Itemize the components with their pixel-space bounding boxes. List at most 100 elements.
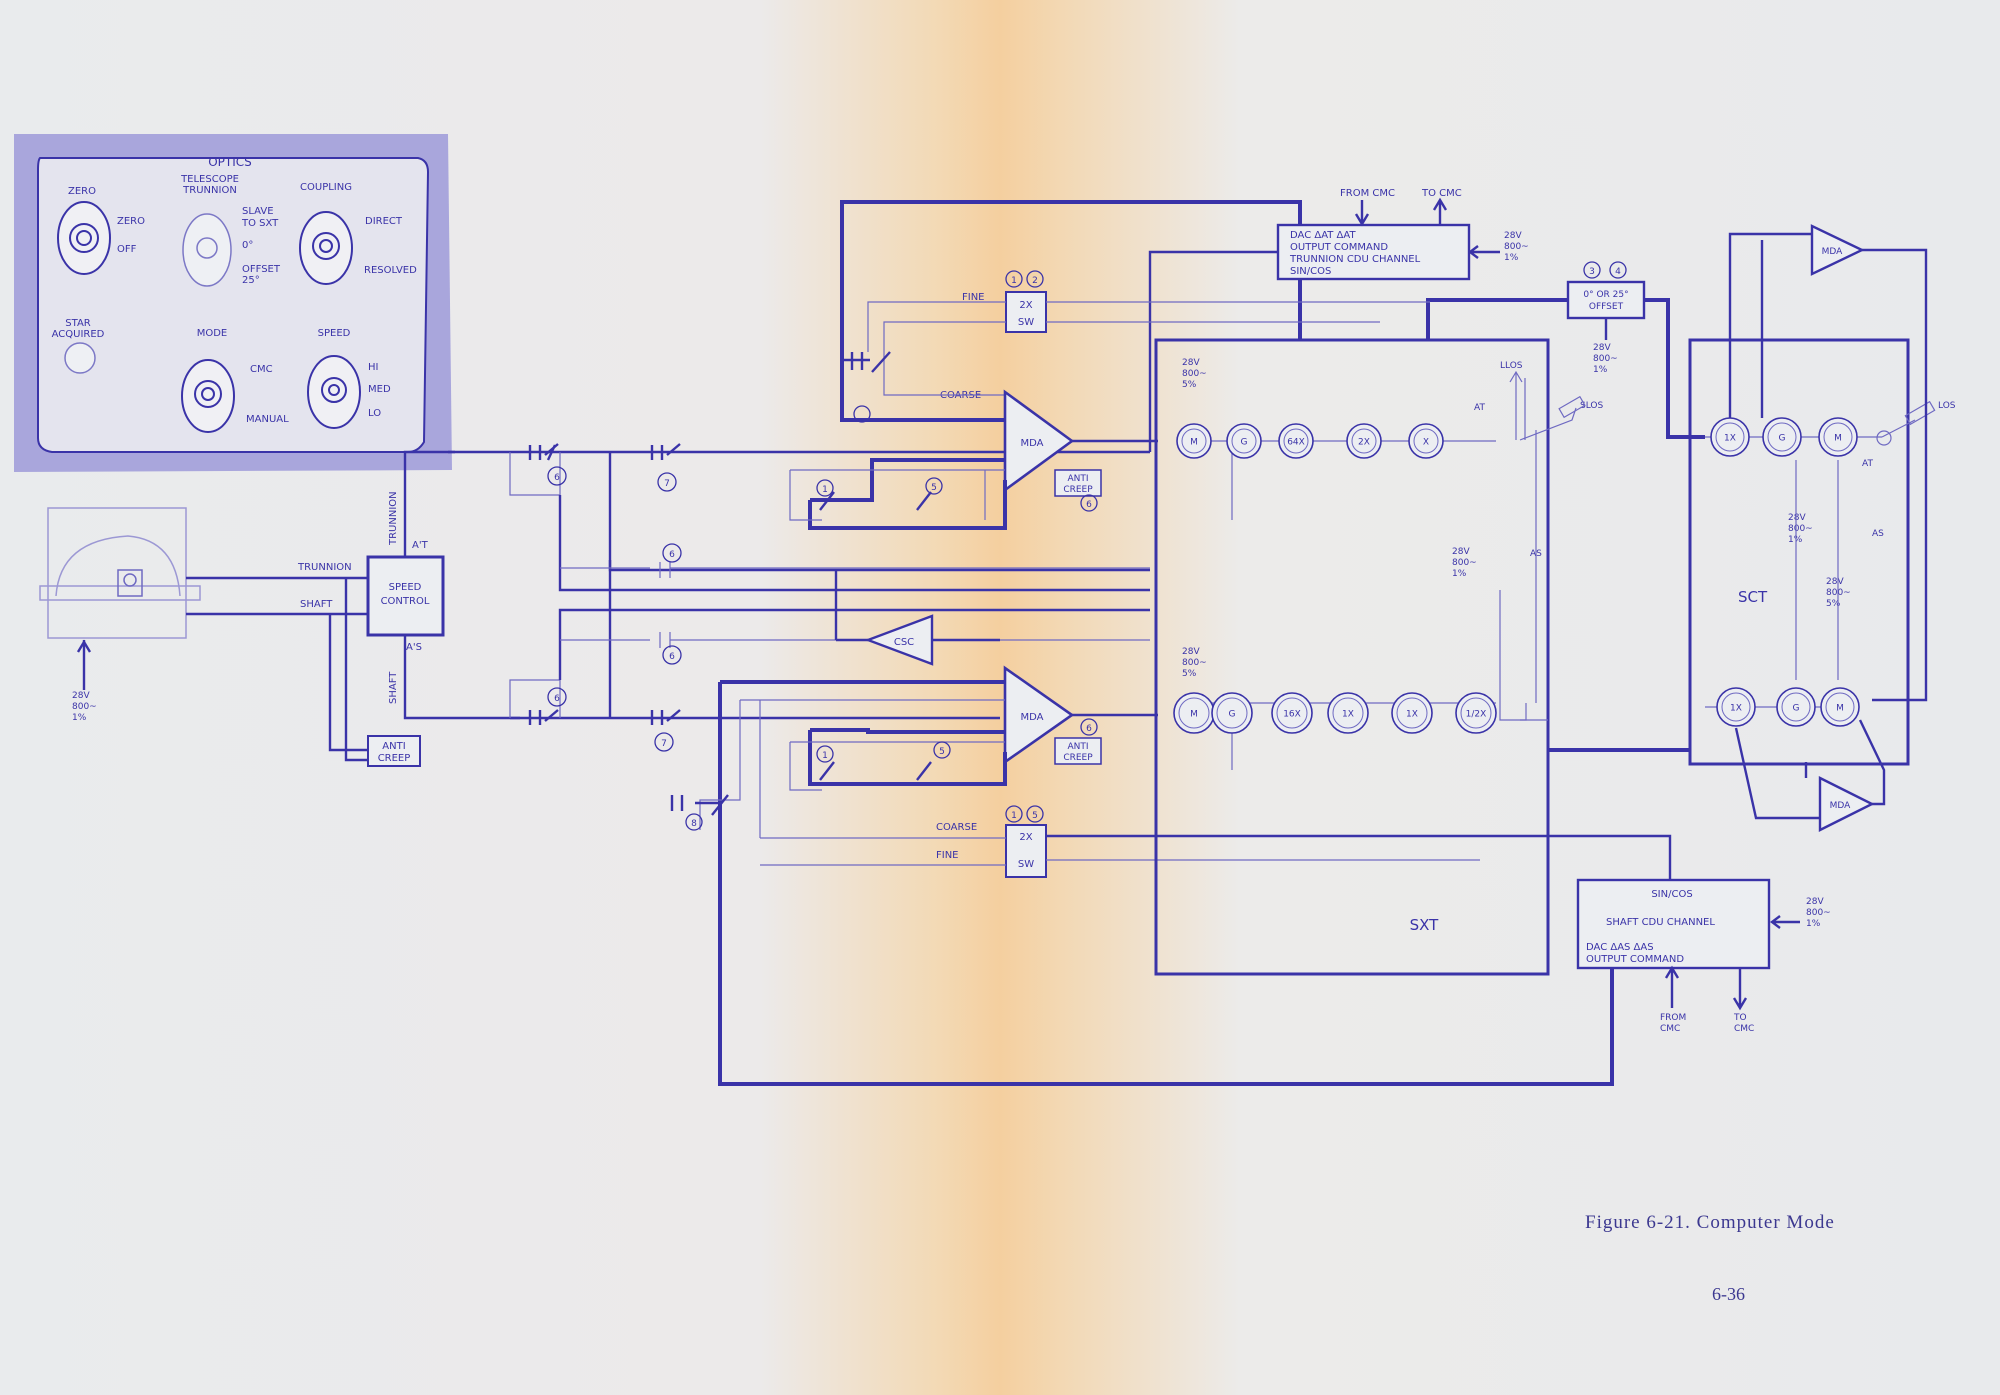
sxt-bottom-circle-0: M: [1173, 692, 1215, 734]
sxt-bottom-circle-1: G: [1211, 692, 1253, 734]
offset-supply-v: 28V: [1593, 343, 1611, 353]
sxt-bot-supply-tol: 5%: [1182, 669, 1197, 679]
sct-top-circle-2: M: [1818, 417, 1858, 457]
sct-bottom-circle-2: M: [1820, 687, 1860, 727]
zero-label: ZERO: [68, 186, 96, 197]
coupling-label: COUPLING: [300, 182, 352, 193]
slave-label: SLAVE: [242, 206, 274, 217]
star-acquired-light-icon: [64, 342, 96, 374]
sct-right-supply-v: 28V: [1826, 577, 1844, 587]
sct-label: SCT: [1738, 588, 1768, 606]
offset-selector-box: [1566, 280, 1646, 320]
sct-top-circle-label-0: 1X: [1724, 434, 1736, 444]
trunnion-cdu-channel: DAC ΔAT ΔAT OUTPUT COMMAND TRUNNION CDU …: [840, 188, 1529, 452]
acquired-label: ACQUIRED: [52, 329, 105, 340]
relay-6b: 6: [669, 550, 675, 560]
cmc-position: CMC: [250, 364, 273, 375]
top-mda-n6: 6: [1086, 500, 1092, 510]
offset-25-label: 25°: [242, 275, 260, 286]
zero-position: ZERO: [117, 216, 145, 227]
sxt-bottom-circle-4: 1X: [1391, 692, 1433, 734]
relay-7b: 7: [661, 739, 667, 749]
sct-at-label: AT: [1862, 459, 1873, 469]
offset-n3: 3: [1589, 267, 1595, 277]
shaft-cdu-supply-tol: 1%: [1806, 919, 1821, 929]
top-sw-n2: 2: [1032, 276, 1038, 286]
star-label: STAR: [65, 318, 91, 329]
sxt-llos-label: LLOS: [1500, 361, 1523, 371]
sct-mid-supply-tol: 1%: [1788, 535, 1803, 545]
trunnion-signal-label: TRUNNION: [297, 562, 352, 573]
trunnion-vertical-label: TRUNNION: [388, 491, 399, 546]
shaft-cdu-supply-hz: 800~: [1806, 908, 1831, 918]
mode-toggle-switch[interactable]: [181, 359, 235, 433]
bottom-2x-label: 2X: [1019, 832, 1032, 843]
bottom-mda-n6: 6: [1086, 724, 1092, 734]
sxt-slos-label: SLOS: [1580, 401, 1603, 411]
sxt-bottom-circle-label-1: G: [1229, 710, 1236, 720]
sct-top-mda-label: MDA: [1822, 247, 1844, 257]
sct-top-circle-label-2: M: [1834, 434, 1842, 444]
control-label: CONTROL: [381, 596, 430, 607]
top-anti-label: ANTI: [1067, 474, 1088, 484]
shaft-cdu-line2: SHAFT CDU CHANNEL: [1606, 917, 1715, 928]
sxt-label: SXT: [1410, 916, 1440, 934]
shaft-vertical-label: SHAFT: [388, 671, 399, 704]
speed-control: TRUNNION SHAFT SPEED CONTROL TRUNNION SH…: [186, 450, 510, 767]
bottom-anti-label: ANTI: [1067, 742, 1088, 752]
zero-toggle-switch[interactable]: [57, 201, 111, 275]
sct-top-circle-label-1: G: [1779, 434, 1786, 444]
sxt-top-supply-hz: 800~: [1182, 369, 1207, 379]
top-fine-label: FINE: [962, 292, 985, 303]
relay-6d: 6: [554, 694, 560, 704]
sxt-top-circle-label-0: M: [1190, 438, 1198, 448]
manual-position: MANUAL: [246, 414, 289, 425]
sxt-top-circle-label-1: G: [1241, 438, 1248, 448]
bottom-creep-label: CREEP: [1063, 753, 1093, 763]
bottom-relay-1: 1: [822, 751, 828, 761]
sct-top-circle-0: 1X: [1710, 417, 1750, 457]
sct-as-label: AS: [1872, 529, 1884, 539]
top-switch-and-mda: 2X SW 1 2 FINE COARSE MDA ANTI CREEP 6 1…: [789, 270, 1430, 530]
telescope-trunnion-switch[interactable]: [182, 213, 232, 287]
off-position: OFF: [117, 244, 137, 255]
optics-panel: OPTICS ZERO ZERO OFF TELESCOPE TRUNNION …: [14, 134, 452, 472]
shaft-to-cmc-label: CMC: [1734, 1024, 1754, 1034]
csc-label: CSC: [894, 637, 914, 648]
speed-toggle-switch[interactable]: [307, 355, 361, 429]
bottom-fine-label: FINE: [936, 850, 959, 861]
shaft-cdu-line3: DAC ΔAS ΔAS: [1586, 942, 1654, 953]
sxt-mid-supply-hz: 800~: [1452, 558, 1477, 568]
sxt-top-supply-tol: 5%: [1182, 380, 1197, 390]
med-position: MED: [368, 384, 391, 395]
trunnion-from-cmc: FROM CMC: [1340, 188, 1395, 199]
relay-7a: 7: [664, 479, 670, 489]
trunnion-cdu-line2: OUTPUT COMMAND: [1290, 242, 1388, 253]
sxt-bottom-circle-label-4: 1X: [1406, 710, 1418, 720]
speed-control-label: SPEED: [389, 582, 422, 593]
hand-supply-v: 28V: [72, 691, 90, 701]
shaft-from-cmc-label: CMC: [1660, 1024, 1680, 1034]
hi-position: HI: [368, 362, 378, 373]
sxt-top-circle-label-2: 64X: [1287, 438, 1305, 448]
offset-supply-tol: 1%: [1593, 365, 1608, 375]
sxt-top-circle-4: X: [1408, 423, 1444, 459]
sxt-top-circle-label-3: 2X: [1358, 438, 1370, 448]
trunnion-to-cmc: TO CMC: [1421, 188, 1462, 199]
top-sw-n1: 1: [1011, 276, 1017, 286]
relay-6c: 6: [669, 652, 675, 662]
sxt-bottom-circle-5: 1/2X: [1455, 692, 1497, 734]
hand-controller: 28V 800~ 1%: [39, 507, 201, 723]
sct-mid-supply-v: 28V: [1788, 513, 1806, 523]
shaft-cdu-line1: SIN/COS: [1651, 889, 1692, 900]
shaft-to-label: TO: [1733, 1013, 1747, 1023]
sct-bottom-circle-1: G: [1776, 687, 1816, 727]
top-sw-label: SW: [1018, 317, 1034, 328]
coupling-toggle-switch[interactable]: [299, 211, 353, 285]
sct-box: [1688, 338, 1910, 766]
sct-top-mda: [1810, 224, 1865, 276]
at-prime-label: A'T: [412, 540, 429, 551]
top-creep-label: CREEP: [1063, 485, 1093, 495]
sct-los-label: LOS: [1938, 401, 1956, 411]
